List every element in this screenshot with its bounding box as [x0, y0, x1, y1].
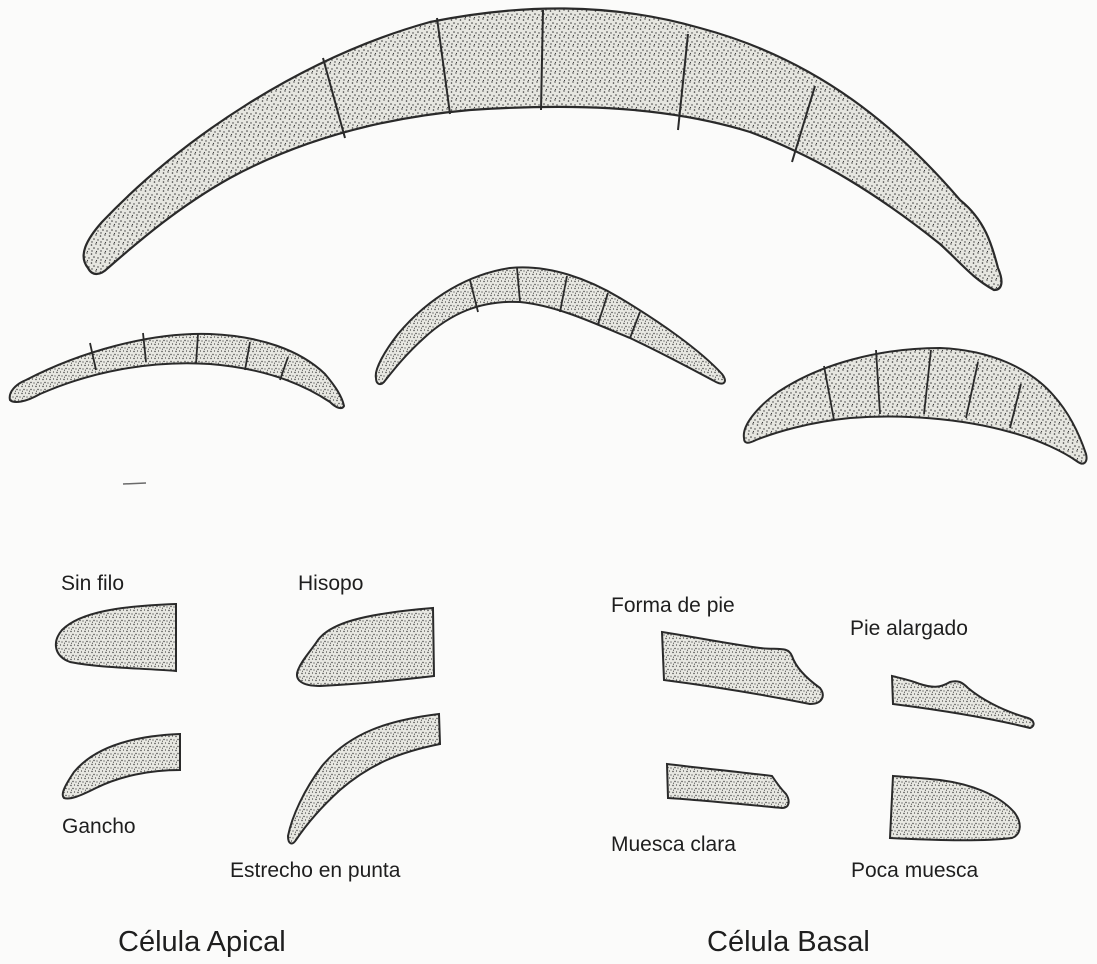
label-forma-de-pie: Forma de pie: [611, 594, 735, 618]
basal-shape-muesca-clara: [667, 764, 789, 808]
stray-mark: [123, 483, 146, 484]
macroconidium-small-left: [10, 333, 344, 408]
basal-shape-forma-de-pie: [662, 632, 823, 704]
apical-shape-sin-filo: [56, 604, 176, 671]
label-pie-alargado: Pie alargado: [850, 617, 968, 641]
label-poca-muesca: Poca muesca: [851, 859, 978, 883]
conidium-outline: [744, 348, 1087, 464]
macroconidium-small-middle: [376, 267, 725, 384]
apical-shape-gancho: [63, 734, 180, 799]
macroconidium-large: [84, 8, 1002, 290]
apical-shape-estrecho-en-punta: [288, 714, 440, 843]
label-estrecho-en-punta: Estrecho en punta: [230, 859, 400, 883]
basal-shape-pie-alargado: [892, 676, 1034, 728]
apical-shape-hisopo: [297, 608, 434, 686]
conidium-outline: [10, 334, 344, 408]
label-muesca-clara: Muesca clara: [611, 833, 736, 857]
label-sin-filo: Sin filo: [61, 572, 124, 596]
label-hisopo: Hisopo: [298, 572, 363, 596]
conidium-outline: [376, 267, 725, 384]
caption-celula-apical: Célula Apical: [118, 926, 286, 958]
macroconidium-small-right: [744, 348, 1087, 464]
caption-celula-basal: Célula Basal: [707, 926, 870, 958]
basal-shape-poca-muesca: [890, 776, 1020, 840]
label-gancho: Gancho: [62, 815, 136, 839]
